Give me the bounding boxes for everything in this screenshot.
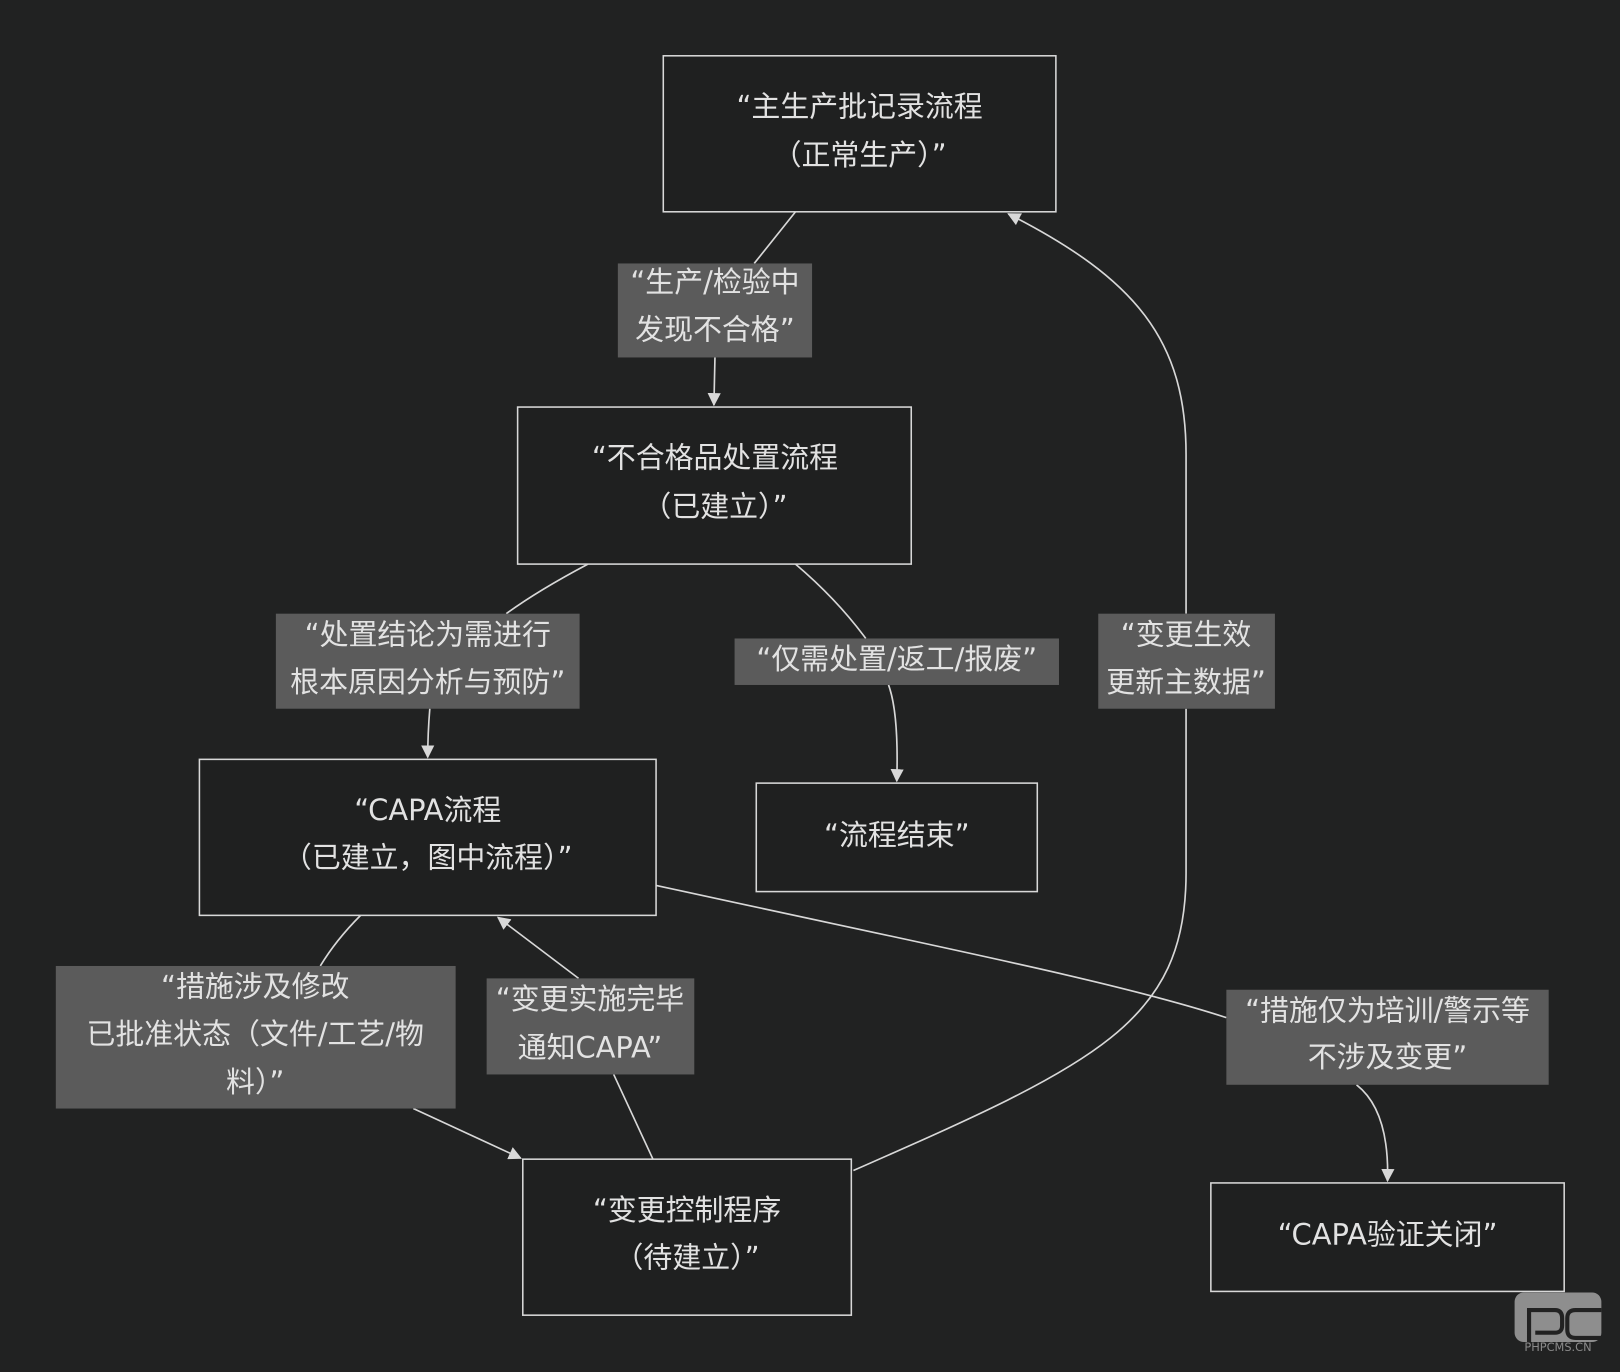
label-text: “仅需处置/返工/报废” — [756, 642, 1037, 676]
node-text: （已建立，图中流程）” — [283, 841, 573, 875]
watermark-logo: PHPCMS.CN — [1514, 1292, 1602, 1354]
label-involves-change: “措施涉及修改 已批准状态（文件/工艺/物 料）” — [55, 965, 456, 1109]
label-text: 通知CAPA” — [518, 1031, 663, 1065]
node-text: （已建立）” — [642, 489, 787, 523]
node-text: “流程结束” — [824, 818, 970, 852]
edge-nonconforming-to-end — [795, 563, 898, 781]
node-text: “主生产批记录流程 — [736, 89, 982, 123]
node-text: “变更控制程序 — [593, 1193, 781, 1227]
node-end[interactable]: “流程结束” — [755, 782, 1039, 893]
node-main-batch[interactable]: “主生产批记录流程 （正常生产）” — [662, 55, 1057, 213]
label-text: “变更实施完毕 — [496, 982, 684, 1016]
label-found-nonconforming: “生产/检验中 发现不合格” — [617, 263, 813, 358]
node-text: “CAPA流程 — [354, 793, 501, 827]
label-text: 根本原因分析与预防” — [290, 665, 565, 699]
edge-change-to-main — [853, 214, 1187, 1172]
label-text: 更新主数据” — [1106, 665, 1266, 699]
edge-main-to-nonconforming — [714, 211, 797, 405]
edge-change-to-capa — [498, 917, 654, 1160]
node-nonconforming[interactable]: “不合格品处置流程 （已建立）” — [516, 406, 913, 565]
label-training-only: “措施仅为培训/警示等 不涉及变更” — [1226, 989, 1549, 1085]
label-text: “处置结论为需进行 — [305, 617, 551, 651]
label-change-effective: “变更生效 更新主数据” — [1098, 613, 1275, 709]
watermark-text: PHPCMS.CN — [1524, 1340, 1591, 1354]
label-text: “生产/检验中 — [630, 265, 799, 299]
label-need-rca: “处置结论为需进行 根本原因分析与预防” — [275, 613, 580, 709]
label-text: 料）” — [226, 1065, 284, 1099]
node-text: “CAPA验证关闭” — [1278, 1218, 1498, 1252]
label-text: “变更生效 — [1121, 617, 1252, 651]
label-text: “措施仅为培训/警示等 — [1245, 993, 1530, 1027]
node-capa-close[interactable]: “CAPA验证关闭” — [1210, 1182, 1565, 1293]
label-only-disposal: “仅需处置/返工/报废” — [734, 638, 1059, 685]
label-change-done: “变更实施完毕 通知CAPA” — [486, 978, 695, 1075]
node-text: “不合格品处置流程 — [592, 441, 838, 475]
node-capa[interactable]: “CAPA流程 （已建立，图中流程）” — [198, 758, 657, 917]
label-text: 不涉及变更” — [1308, 1040, 1468, 1074]
label-text: 发现不合格” — [635, 313, 795, 347]
edge-capa-to-close — [655, 884, 1388, 1180]
label-text: “措施涉及修改 — [161, 970, 349, 1004]
node-change-control[interactable]: “变更控制程序 （待建立）” — [522, 1158, 853, 1316]
label-text: 已批准状态（文件/工艺/物 — [86, 1017, 423, 1051]
edge-nonconforming-to-capa — [428, 563, 589, 757]
edges — [319, 211, 1388, 1181]
edge-capa-to-change — [319, 914, 520, 1158]
node-text: （正常生产）” — [773, 138, 947, 172]
node-text: （待建立）” — [615, 1240, 760, 1274]
